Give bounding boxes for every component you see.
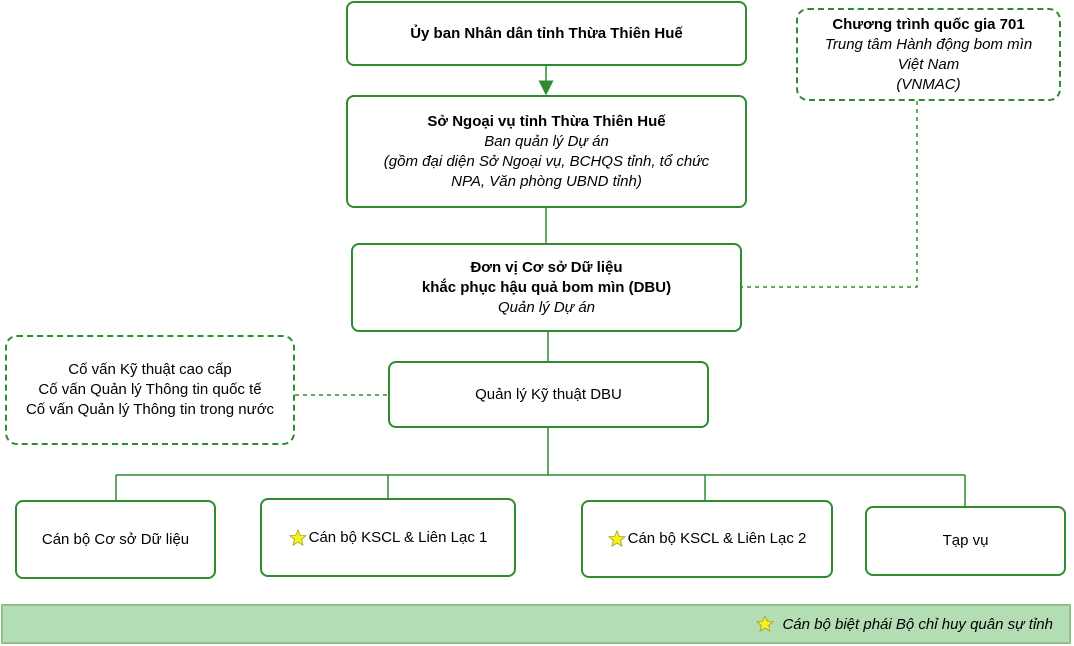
node-advisors-line-1: Cố vấn Kỹ thuật cao cấp: [68, 361, 232, 378]
node-dbu-title: Đơn vị Cơ sở Dữ liệu: [470, 258, 623, 276]
node-foreign-affairs-detail-2: NPA, Văn phòng UBND tỉnh): [451, 172, 642, 190]
node-staff-qc-liaison-2: Cán bộ KSCL & Liên Lạc 2: [581, 500, 833, 578]
node-tech-manager-label: Quản lý Kỹ thuật DBU: [475, 385, 622, 403]
dashed-line-national-program-to-dbu: [742, 101, 918, 288]
node-provincial-committee-label: Ủy ban Nhân dân tỉnh Thừa Thiên Huế: [410, 24, 683, 42]
node-advisors-line-3: Cố vấn Quản lý Thông tin trong nước: [25, 401, 275, 418]
legend-label: Cán bộ biệt phái Bộ chỉ huy quân sự tỉnh: [782, 615, 1053, 633]
node-foreign-affairs-detail-1: (gồm đại diện Sở Ngoại vụ, BCHQS tỉnh, t…: [383, 152, 710, 170]
node-staff-database-label: Cán bộ Cơ sở Dữ liệu: [41, 530, 190, 548]
node-foreign-affairs-title: Sở Ngoại vụ tỉnh Thừa Thiên Huế: [427, 112, 666, 130]
node-staff-database: Cán bộ Cơ sở Dữ liệu: [15, 500, 216, 579]
node-dbu-title-2: khắc phục hậu quả bom mìn (DBU): [421, 278, 672, 296]
node-foreign-affairs: Sở Ngoại vụ tỉnh Thừa Thiên Huế Ban quản…: [346, 95, 747, 208]
node-tech-manager: Quản lý Kỹ thuật DBU: [388, 361, 709, 428]
legend-bar: Cán bộ biệt phái Bộ chỉ huy quân sự tỉnh: [1, 604, 1071, 644]
node-foreign-affairs-subtitle: Ban quản lý Dự án: [484, 132, 609, 150]
node-provincial-committee: Ủy ban Nhân dân tỉnh Thừa Thiên Huế: [346, 1, 747, 66]
node-dbu-subtitle: Quản lý Dự án: [497, 298, 596, 316]
node-national-program-line-3: Việt Nam: [897, 55, 960, 73]
star-icon: [756, 615, 775, 632]
node-national-program-title: Chương trình quốc gia 701: [832, 15, 1025, 33]
node-advisors: Cố vấn Kỹ thuật cao cấp Cố vấn Quản lý T…: [5, 335, 295, 445]
node-staff-janitor-label: Tạp vụ: [942, 532, 989, 549]
node-national-program-line-4: (VNMAC): [896, 75, 961, 93]
node-staff-qc-liaison-1: Cán bộ KSCL & Liên Lạc 1: [260, 498, 516, 577]
node-advisors-line-2: Cố vấn Quản lý Thông tin quốc tế: [38, 381, 262, 398]
node-national-program-line-2: Trung tâm Hành động bom mìn: [824, 35, 1033, 53]
node-dbu: Đơn vị Cơ sở Dữ liệu khắc phục hậu quả b…: [351, 243, 742, 332]
node-staff-janitor: Tạp vụ: [865, 506, 1066, 576]
node-national-program: Chương trình quốc gia 701 Trung tâm Hành…: [796, 8, 1061, 101]
star-icon: [288, 528, 307, 546]
node-staff-qc-liaison-1-label: Cán bộ KSCL & Liên Lạc 1: [308, 528, 488, 546]
node-staff-qc-liaison-2-label: Cán bộ KSCL & Liên Lạc 2: [627, 530, 807, 547]
star-icon: [607, 530, 626, 547]
